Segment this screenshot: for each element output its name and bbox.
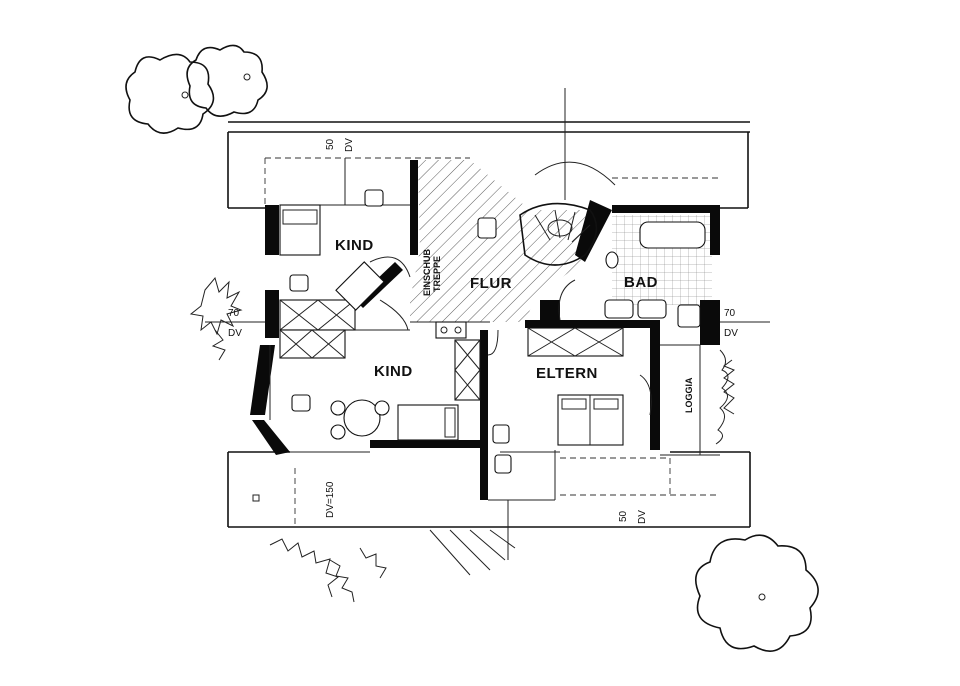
dim-bottom-dv: DV (637, 510, 648, 524)
flur-hatch (410, 160, 610, 322)
room-label-bad: BAD (624, 274, 658, 291)
furniture-small (289, 189, 701, 474)
path-bottom (429, 529, 516, 576)
room-label-flur: FLUR (470, 275, 512, 292)
marker-square (252, 494, 260, 502)
shrubs-bottom (269, 538, 387, 603)
room-label-loggia: LOGGIA (684, 377, 694, 413)
tree-bottom-right (694, 534, 819, 652)
door-swings (369, 256, 652, 416)
cabinets (279, 261, 624, 401)
label-einschub: EINSCHUB (422, 248, 432, 296)
dim-bottom-dv150: DV=150 (325, 481, 336, 518)
label-treppe: TREPPE (432, 256, 442, 292)
bath-fixtures (604, 221, 706, 319)
tree-top-left (125, 44, 268, 134)
room-label-eltern: ELTERN (536, 365, 598, 382)
dim-right-dv: DV (724, 328, 738, 339)
roof-outline (227, 121, 751, 528)
dim-left-dv: DV (228, 328, 242, 339)
loggia-plants (715, 349, 735, 445)
dim-right-70: 70 (724, 308, 736, 319)
dim-top-dv: DV (344, 138, 355, 152)
dim-bottom-50: 50 (618, 510, 629, 522)
room-label-kind-bottom: KIND (374, 363, 413, 380)
dim-top-50: 50 (325, 138, 336, 150)
room-label-kind-top: KIND (335, 237, 374, 254)
spiral-stair (519, 161, 616, 266)
beds (279, 204, 624, 446)
shrubs-left (189, 276, 243, 361)
dim-left-70: 70 (228, 308, 240, 319)
dashed-lines (264, 157, 720, 527)
